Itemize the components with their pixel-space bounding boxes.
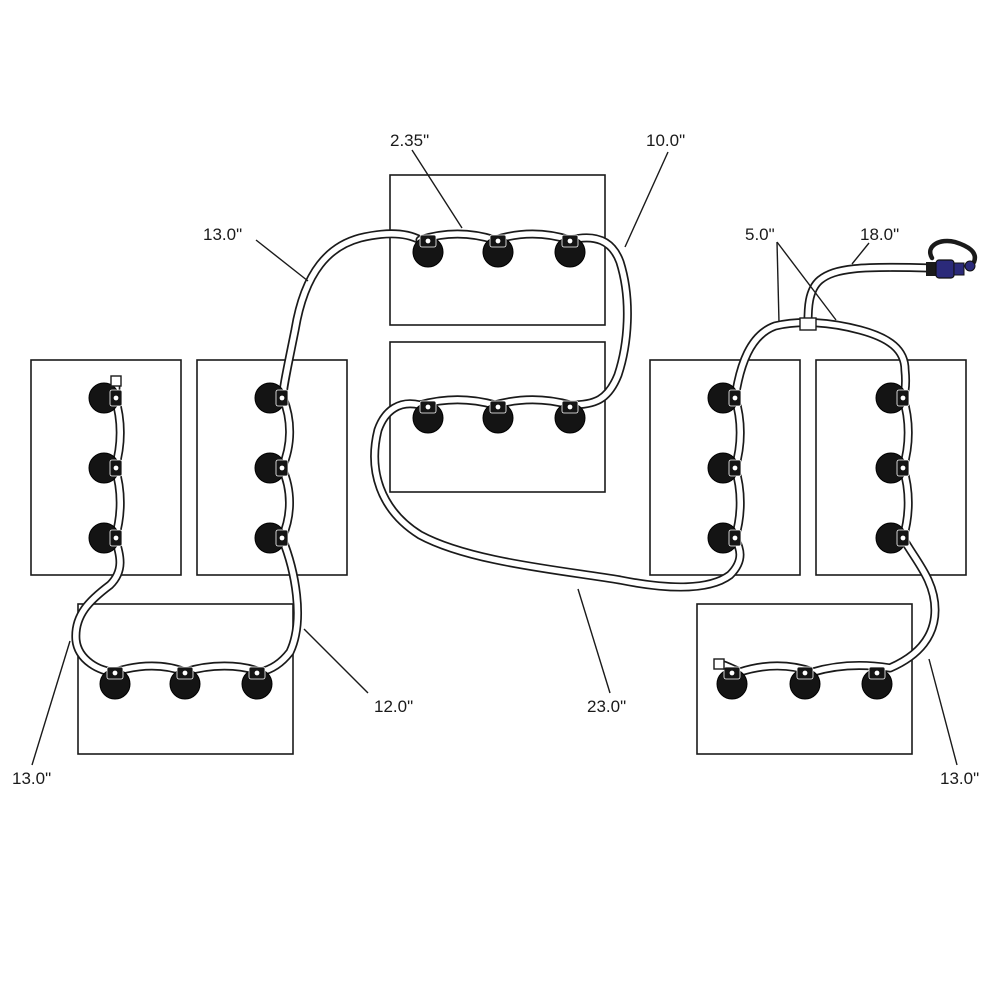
label-10-0: 10.0"	[646, 131, 685, 150]
valve-cap-indicator	[279, 535, 285, 541]
label-13-0-left: 13.0"	[12, 769, 51, 788]
valve-cap-icon	[88, 382, 123, 414]
valve-cap-icon	[254, 382, 289, 414]
valve-cap-icon	[88, 522, 123, 554]
valve-cap-icon	[241, 666, 273, 700]
leader-10-0	[624, 151, 669, 248]
leader-5-0-a	[776, 241, 780, 323]
valve-cap-indicator	[732, 465, 738, 471]
valve-cap-icon	[254, 522, 289, 554]
valve-cap-indicator	[567, 238, 573, 244]
valve-cap-icon	[482, 400, 514, 434]
valve-cap-indicator	[495, 404, 501, 410]
valve-cap-icon	[169, 666, 201, 700]
valve-cap-indicator	[900, 465, 906, 471]
valve-cap-indicator	[113, 395, 119, 401]
valve-cap-indicator	[425, 238, 431, 244]
valve-cap-indicator	[874, 670, 880, 676]
label-13-0-top: 13.0"	[203, 225, 242, 244]
leader-5-0-b	[776, 241, 837, 321]
leader-12-0	[303, 628, 369, 694]
label-18-0: 18.0"	[860, 225, 899, 244]
leader-13-0-left	[31, 640, 71, 766]
label-5-0: 5.0"	[745, 225, 775, 244]
valve-cap-indicator	[567, 404, 573, 410]
valve-cap-icon	[554, 400, 586, 434]
quick-connect-icon	[926, 262, 936, 276]
valve-cap-icon	[482, 234, 514, 268]
valve-cap-icon	[707, 522, 742, 554]
leader-13-0-top	[255, 239, 309, 282]
end-plug-icon	[713, 658, 725, 670]
leader-23-0	[577, 588, 611, 694]
label-2-35: 2.35"	[390, 131, 429, 150]
valve-cap-indicator	[732, 395, 738, 401]
valve-cap-icon	[707, 382, 742, 414]
valve-cap-icon	[412, 400, 444, 434]
valve-cap-indicator	[182, 670, 188, 676]
valve-cap-indicator	[279, 465, 285, 471]
valve-cap-icon	[861, 666, 893, 700]
leader-13-0-right	[928, 658, 958, 766]
valve-cap-indicator	[900, 535, 906, 541]
valve-cap-indicator	[495, 238, 501, 244]
valve-cap-indicator	[113, 535, 119, 541]
valve-cap-indicator	[112, 670, 118, 676]
end-plug-icon	[110, 375, 122, 387]
valve-cap-icon	[254, 452, 289, 484]
label-12-0: 12.0"	[374, 697, 413, 716]
valve-cap-icon	[875, 522, 910, 554]
leader-18-0	[851, 242, 870, 265]
valve-cap-indicator	[900, 395, 906, 401]
valve-cap-icon	[716, 666, 748, 700]
valve-cap-indicator	[425, 404, 431, 410]
valve-cap-indicator	[113, 465, 119, 471]
valve-cap-icon	[707, 452, 742, 484]
valve-cap-indicator	[254, 670, 260, 676]
valve-caps	[88, 234, 910, 700]
tee-fitting	[799, 317, 817, 331]
valve-cap-indicator	[279, 395, 285, 401]
leader-2-35	[411, 149, 463, 229]
valve-cap-icon	[99, 666, 131, 700]
supply-connector	[926, 238, 978, 279]
label-13-0-right: 13.0"	[940, 769, 979, 788]
tube-supply-fill	[805, 264, 933, 326]
label-23-0: 23.0"	[587, 697, 626, 716]
valve-cap-indicator	[729, 670, 735, 676]
valve-cap-icon	[875, 382, 910, 414]
valve-cap-icon	[554, 234, 586, 268]
valve-cap-icon	[88, 452, 123, 484]
valve-cap-icon	[789, 666, 821, 700]
valve-cap-icon	[875, 452, 910, 484]
valve-cap-indicator	[732, 535, 738, 541]
measurement-labels: 2.35" 10.0" 13.0" 5.0" 18.0" 12.0" 23.0"…	[12, 131, 979, 788]
leader-lines	[31, 149, 958, 766]
valve-cap-icon	[412, 234, 444, 268]
valve-cap-indicator	[802, 670, 808, 676]
